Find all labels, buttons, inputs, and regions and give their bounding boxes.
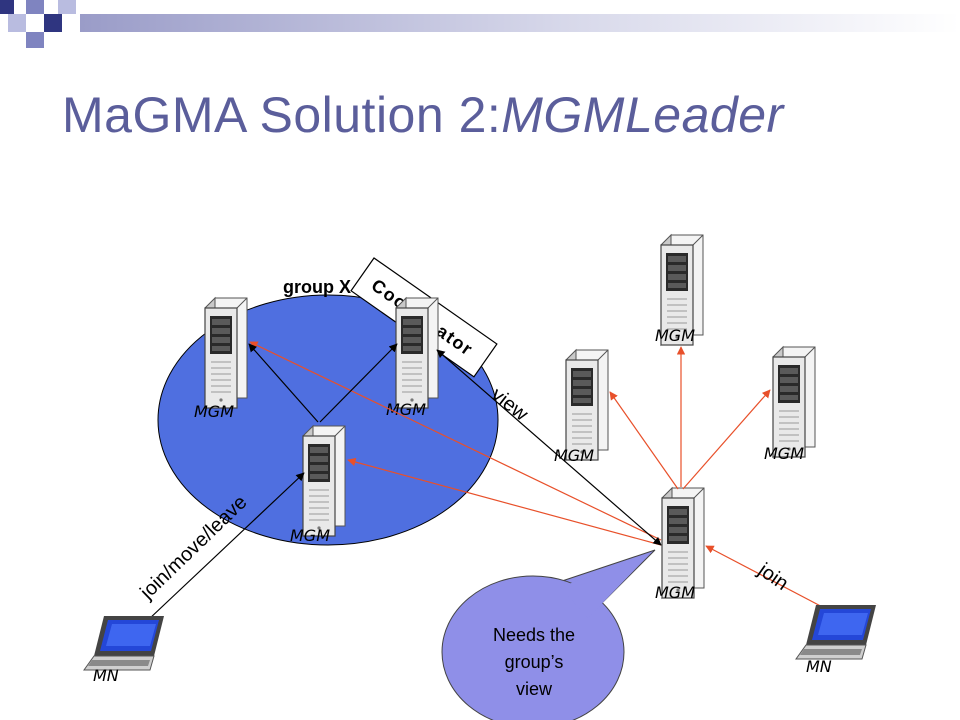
- join-move-leave-label: join/move/leave: [135, 491, 251, 604]
- callout-line-2: group’s: [505, 652, 564, 672]
- corner-square-6: [26, 32, 44, 48]
- callout-line-1: Needs the: [493, 625, 575, 645]
- title-gradient-bar: [80, 14, 960, 32]
- corner-square-2: [26, 0, 44, 14]
- server-group-bottom: [302, 425, 346, 537]
- corner-square-5: [44, 14, 62, 32]
- black-arrow-to-group-left: [248, 343, 319, 423]
- mgm-label-leader: MGM: [655, 583, 695, 602]
- slide-title: MaGMA Solution 2:MGMLeader: [62, 86, 784, 144]
- corner-square-1: [0, 0, 14, 14]
- join-label: join: [753, 559, 792, 595]
- group-x-label: group X: [283, 277, 351, 297]
- laptop-mn-left: [83, 615, 165, 671]
- mgm-label-middle: MGM: [554, 446, 594, 465]
- corner-square-4: [8, 14, 26, 32]
- server-group-left: [204, 297, 248, 409]
- corner-square-3: [58, 0, 76, 14]
- red-arrow-to-right: [682, 389, 771, 490]
- callout-ellipse: [441, 575, 625, 720]
- title-italic: MGMLeader: [501, 87, 784, 143]
- server-leader: [661, 487, 705, 599]
- red-arrow-to-middle: [609, 391, 679, 490]
- black-arrow-to-coordinator: [319, 343, 398, 423]
- mgm-label-group-left: MGM: [194, 402, 234, 421]
- mgm-label-right: MGM: [764, 444, 804, 463]
- mgm-label-group-bottom: MGM: [290, 526, 330, 545]
- server-middle: [565, 349, 609, 461]
- mgm-label-group-coordinator: MGM: [386, 400, 426, 419]
- mn-label-left: MN: [93, 666, 119, 685]
- black-arrow-join-move-leave: [147, 472, 305, 621]
- red-arrow-join: [705, 545, 833, 613]
- server-group-coordinator: [395, 297, 439, 409]
- laptop-mn-right: [795, 604, 877, 660]
- title-main: MaGMA Solution 2:: [62, 87, 502, 143]
- black-arrow-view: [436, 349, 662, 546]
- mn-label-right: MN: [806, 657, 832, 676]
- server-right: [772, 346, 816, 458]
- callout-line-3: view: [516, 679, 553, 699]
- mgm-label-top: MGM: [655, 326, 695, 345]
